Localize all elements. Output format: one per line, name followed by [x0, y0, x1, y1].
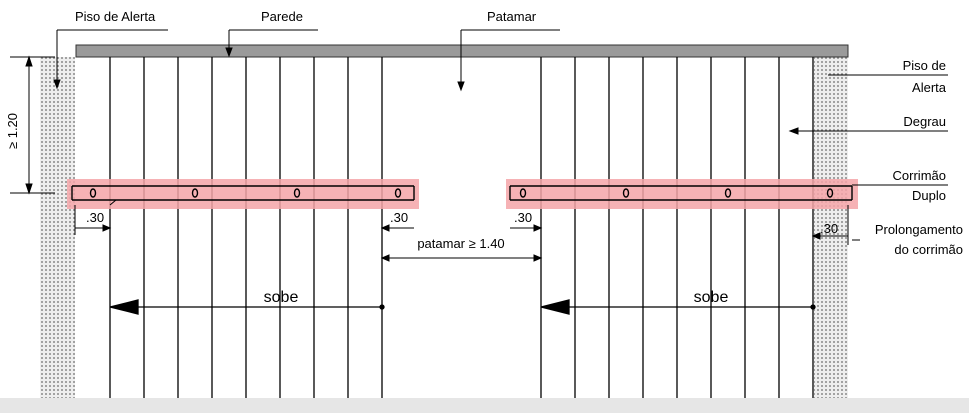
- leader-lines: [53, 29, 948, 241]
- sobe-label-right: sobe: [694, 289, 729, 306]
- patamar-dim-label: patamar ≥ 1.40: [417, 236, 504, 251]
- handrail-highlight-right: [506, 179, 858, 209]
- dim-30-mid-right: .30: [514, 210, 532, 225]
- label-piso-alerta-top: Piso de Alerta: [75, 9, 156, 24]
- handrail-highlight-left: [67, 179, 419, 209]
- label-patamar: Patamar: [487, 9, 537, 24]
- label-corrimao-1: Corrimão: [893, 168, 946, 183]
- label-piso-alerta-right-1: Piso de: [903, 58, 946, 73]
- label-degrau: Degrau: [903, 114, 946, 129]
- steps-right-flight: [540, 57, 814, 398]
- label-piso-alerta-right-2: Alerta: [912, 80, 947, 95]
- label-prolongamento-2: do corrimão: [894, 242, 963, 257]
- tactile-strip-left: [40, 57, 75, 398]
- handrail-right: [509, 185, 853, 201]
- label-parede: Parede: [261, 9, 303, 24]
- label-corrimao-2: Duplo: [912, 188, 946, 203]
- dim-30-mid-left: .30: [390, 210, 408, 225]
- height-dim-label: ≥ 1.20: [5, 113, 20, 149]
- sobe-arrow-right: [540, 299, 816, 315]
- sobe-label-left: sobe: [264, 289, 299, 306]
- height-dimension: [10, 55, 55, 195]
- floor-strip: [0, 398, 969, 413]
- dim-30-right: .30: [820, 221, 838, 236]
- handrail-left: [71, 185, 415, 201]
- patamar-dimension: [380, 254, 543, 262]
- wall-bar: [75, 44, 849, 58]
- dim-30-left: .30: [86, 210, 104, 225]
- dim-30-marks: [74, 199, 849, 245]
- label-prolongamento-1: Prolongamento: [875, 222, 963, 237]
- steps-left-flight: [109, 57, 383, 398]
- sobe-arrow-left: [109, 299, 385, 315]
- tactile-strip-right: [814, 57, 848, 398]
